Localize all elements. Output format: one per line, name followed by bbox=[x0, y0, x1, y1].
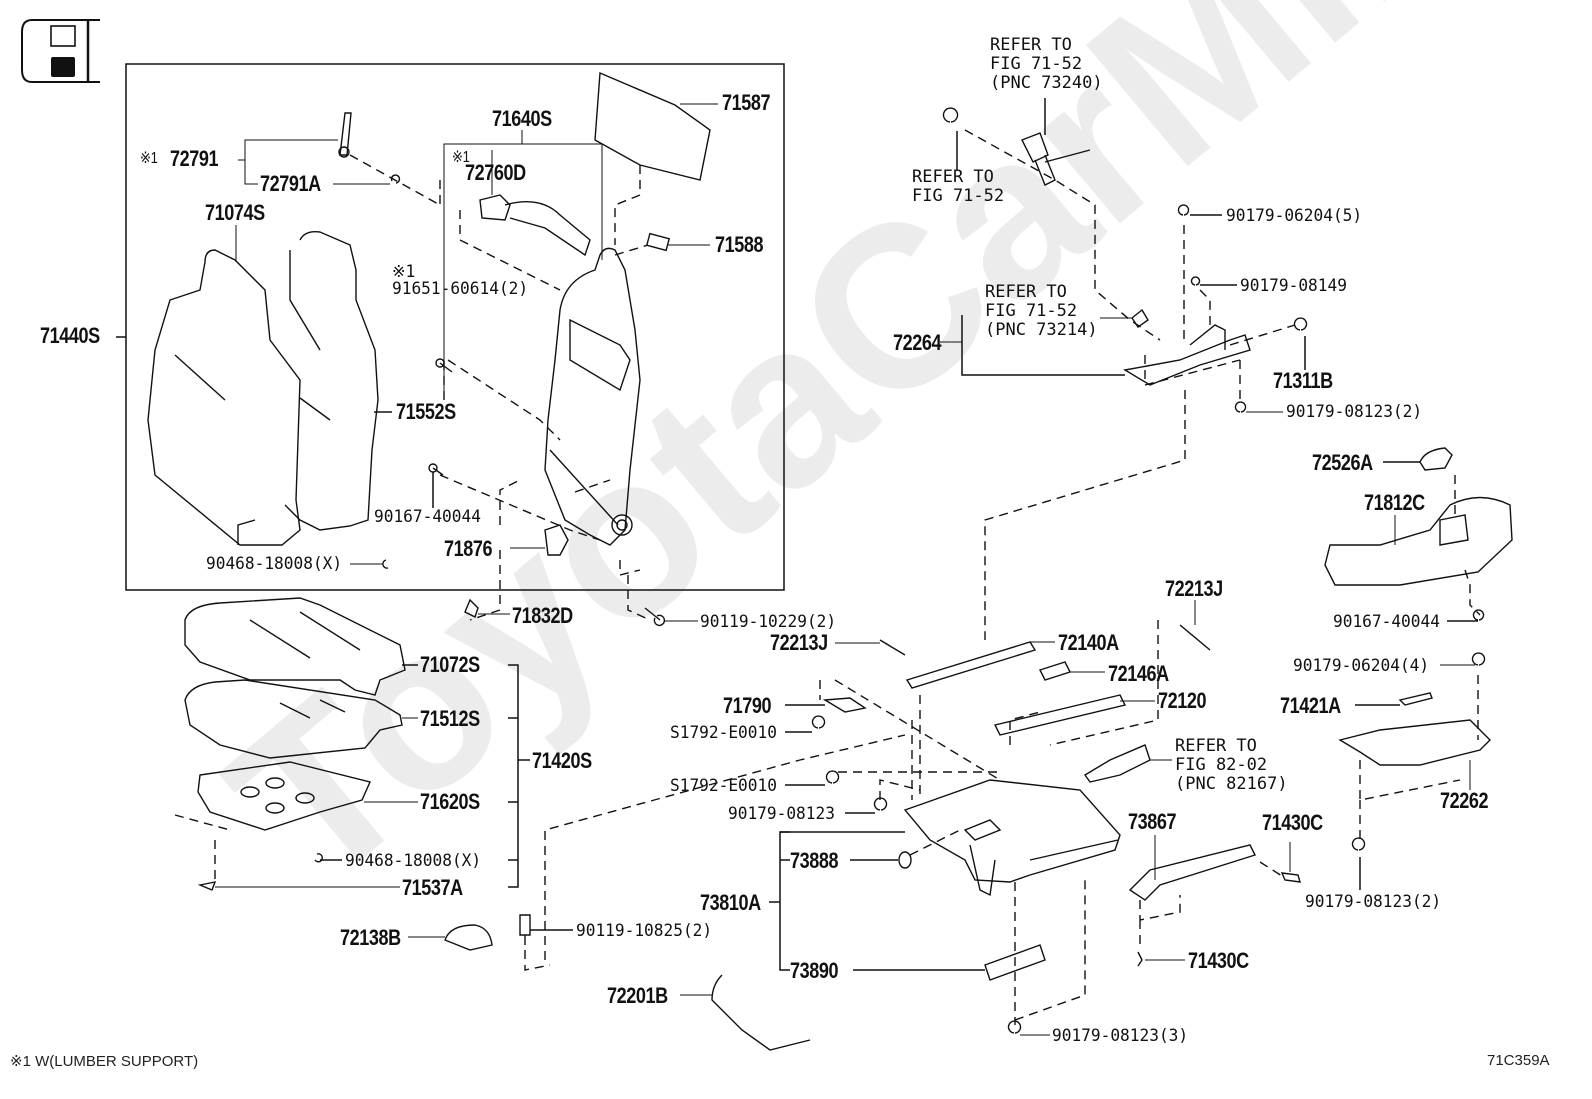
part-label-72138B[interactable]: 72138B bbox=[340, 925, 401, 950]
clip-part bbox=[464, 598, 479, 618]
part-label-71537A[interactable]: 71537A bbox=[402, 875, 463, 900]
part-label-71512S[interactable]: 71512S bbox=[420, 706, 480, 731]
part-label-71832D[interactable]: 71832D bbox=[512, 603, 573, 628]
part-label-90179-06204[interactable]: 90179-06204(5) bbox=[1226, 206, 1363, 226]
knob-part bbox=[444, 924, 493, 951]
part-label-71430C[interactable]: 71430C bbox=[1262, 810, 1323, 835]
part-label-71440S[interactable]: 71440S bbox=[40, 323, 100, 348]
clip-part bbox=[822, 697, 867, 713]
footnote-lumbar-support: ※1 W(LUMBER SUPPORT) bbox=[10, 1053, 199, 1070]
part-label-90179-06204[interactable]: 90179-06204(4) bbox=[1293, 656, 1430, 676]
seat-track-upper-rail-part bbox=[879, 639, 1037, 689]
part-label-73888[interactable]: 73888 bbox=[790, 848, 839, 873]
part-label-72213J[interactable]: 72213J bbox=[770, 630, 828, 655]
part-label-71812C[interactable]: 71812C bbox=[1364, 490, 1425, 515]
seat-track-lower-rail-part bbox=[993, 694, 1127, 736]
part-label-90119-10229[interactable]: 90119-10229(2) bbox=[700, 612, 837, 632]
lumbar-support-part bbox=[479, 194, 591, 257]
part-label-71790[interactable]: 71790 bbox=[723, 693, 772, 718]
seatback-panel-part bbox=[594, 71, 711, 181]
spring-part bbox=[1398, 692, 1433, 706]
part-label-72264[interactable]: 72264 bbox=[893, 330, 942, 355]
nut-icon bbox=[942, 107, 959, 123]
part-label-73867[interactable]: 73867 bbox=[1128, 809, 1177, 834]
seatbelt-buckle-part bbox=[1021, 132, 1091, 186]
rail-cover-part bbox=[1128, 844, 1256, 901]
part-label-71074S[interactable]: 71074S bbox=[205, 200, 265, 225]
part-label-72791A[interactable]: 72791A bbox=[260, 171, 321, 196]
part-label-71311B[interactable]: 71311B bbox=[1273, 368, 1333, 393]
screw-icon bbox=[1137, 951, 1143, 967]
part-label-90468-18008[interactable]: 90468-18008(X) bbox=[345, 851, 482, 871]
part-label-73890[interactable]: 73890 bbox=[790, 958, 839, 983]
part-label-72146A[interactable]: 72146A bbox=[1108, 661, 1169, 686]
seat-cushion-pad-part bbox=[184, 679, 403, 759]
part-label-73810A[interactable]: 73810A bbox=[700, 890, 761, 915]
part-label-71588[interactable]: 71588 bbox=[715, 232, 764, 257]
reference-note-73240[interactable]: REFER TO FIG 71-52 (PNC 73240) bbox=[990, 35, 1103, 93]
part-label-90167-40044[interactable]: 90167-40044 bbox=[374, 507, 481, 527]
part-label-90179-08123[interactable]: 90179-08123(3) bbox=[1052, 1026, 1189, 1046]
part-label-71620S[interactable]: 71620S bbox=[420, 789, 480, 814]
seat-position-indicator-icon bbox=[21, 19, 100, 83]
lumbar-note-mark: ※1 bbox=[392, 262, 416, 282]
part-label-72213J[interactable]: 72213J bbox=[1165, 576, 1223, 601]
part-label-72201B[interactable]: 72201B bbox=[607, 983, 668, 1008]
nut-icon bbox=[1177, 204, 1190, 216]
part-label-71421A[interactable]: 71421A bbox=[1280, 693, 1341, 718]
motor-part bbox=[984, 944, 1046, 981]
part-label-72791[interactable]: 72791 bbox=[170, 146, 219, 171]
nut-icon bbox=[811, 715, 826, 729]
reference-note-82167[interactable]: REFER TO FIG 82-02 (PNC 82167) bbox=[1175, 736, 1288, 794]
seat-rail-bracket-part bbox=[1123, 324, 1251, 386]
part-label-72760D[interactable]: 72760D bbox=[465, 160, 526, 185]
recliner-cover-part bbox=[1324, 496, 1513, 586]
reference-note-73214[interactable]: REFER TO FIG 71-52 (PNC 73214) bbox=[985, 282, 1098, 340]
seat-bracket-part bbox=[1338, 719, 1491, 766]
seatback-cover-part bbox=[147, 249, 301, 546]
figure-code: 71C359A bbox=[1487, 1052, 1550, 1069]
part-label-71552S[interactable]: 71552S bbox=[396, 399, 456, 424]
harness-part bbox=[1083, 744, 1151, 783]
part-label-71430C[interactable]: 71430C bbox=[1188, 948, 1249, 973]
part-label-72120[interactable]: 72120 bbox=[1158, 688, 1207, 713]
cable-part bbox=[711, 974, 811, 1051]
seat-cushion-cover-part bbox=[184, 597, 406, 696]
part-label-71072S[interactable]: 71072S bbox=[420, 652, 480, 677]
reference-note-71-52[interactable]: REFER TO FIG 71-52 bbox=[912, 167, 1005, 206]
part-label-90167-40044[interactable]: 90167-40044 bbox=[1333, 612, 1440, 632]
part-label-72262[interactable]: 72262 bbox=[1440, 788, 1489, 813]
lumbar-note-mark: ※1 bbox=[452, 149, 470, 166]
seatback-assembly-box bbox=[125, 63, 785, 591]
cover-part bbox=[1039, 661, 1071, 681]
part-label-72140A[interactable]: 72140A bbox=[1058, 630, 1119, 655]
part-label-90179-08123[interactable]: 90179-08123 bbox=[728, 804, 835, 824]
part-label-71587[interactable]: 71587 bbox=[722, 90, 771, 115]
seat-cushion-frame-part bbox=[197, 761, 371, 831]
part-label-90179-08123[interactable]: 90179-08123(2) bbox=[1305, 892, 1442, 912]
part-label-71420S[interactable]: 71420S bbox=[532, 748, 592, 773]
part-label-71640S[interactable]: 71640S bbox=[492, 106, 552, 131]
part-label-90119-10825[interactable]: 90119-10825(2) bbox=[576, 921, 713, 941]
nut-icon bbox=[1293, 317, 1308, 331]
seatback-pad-part bbox=[284, 230, 379, 531]
part-label-91651-60614[interactable]: 91651-60614(2) bbox=[392, 279, 529, 299]
part-label-90179-08123[interactable]: 90179-08123(2) bbox=[1286, 402, 1423, 422]
handle-knob-part bbox=[1419, 447, 1453, 471]
washer-part bbox=[898, 851, 912, 869]
cover-part bbox=[544, 524, 569, 556]
seatback-frame-part bbox=[544, 247, 641, 546]
part-label-S1792-E0010[interactable]: S1792-E0010 bbox=[670, 776, 777, 796]
nut-icon bbox=[1471, 652, 1486, 666]
headrest-stay-part bbox=[338, 112, 401, 184]
part-label-S1792-E0010[interactable]: S1792-E0010 bbox=[670, 723, 777, 743]
part-label-90468-18008[interactable]: 90468-18008(X) bbox=[206, 554, 343, 574]
lumbar-note-mark: ※1 bbox=[140, 150, 158, 167]
seat-adjuster-frame-part bbox=[903, 779, 1121, 897]
part-label-72526A[interactable]: 72526A bbox=[1312, 450, 1373, 475]
part-label-90179-08149[interactable]: 90179-08149 bbox=[1240, 276, 1347, 296]
part-label-71876[interactable]: 71876 bbox=[444, 536, 493, 561]
